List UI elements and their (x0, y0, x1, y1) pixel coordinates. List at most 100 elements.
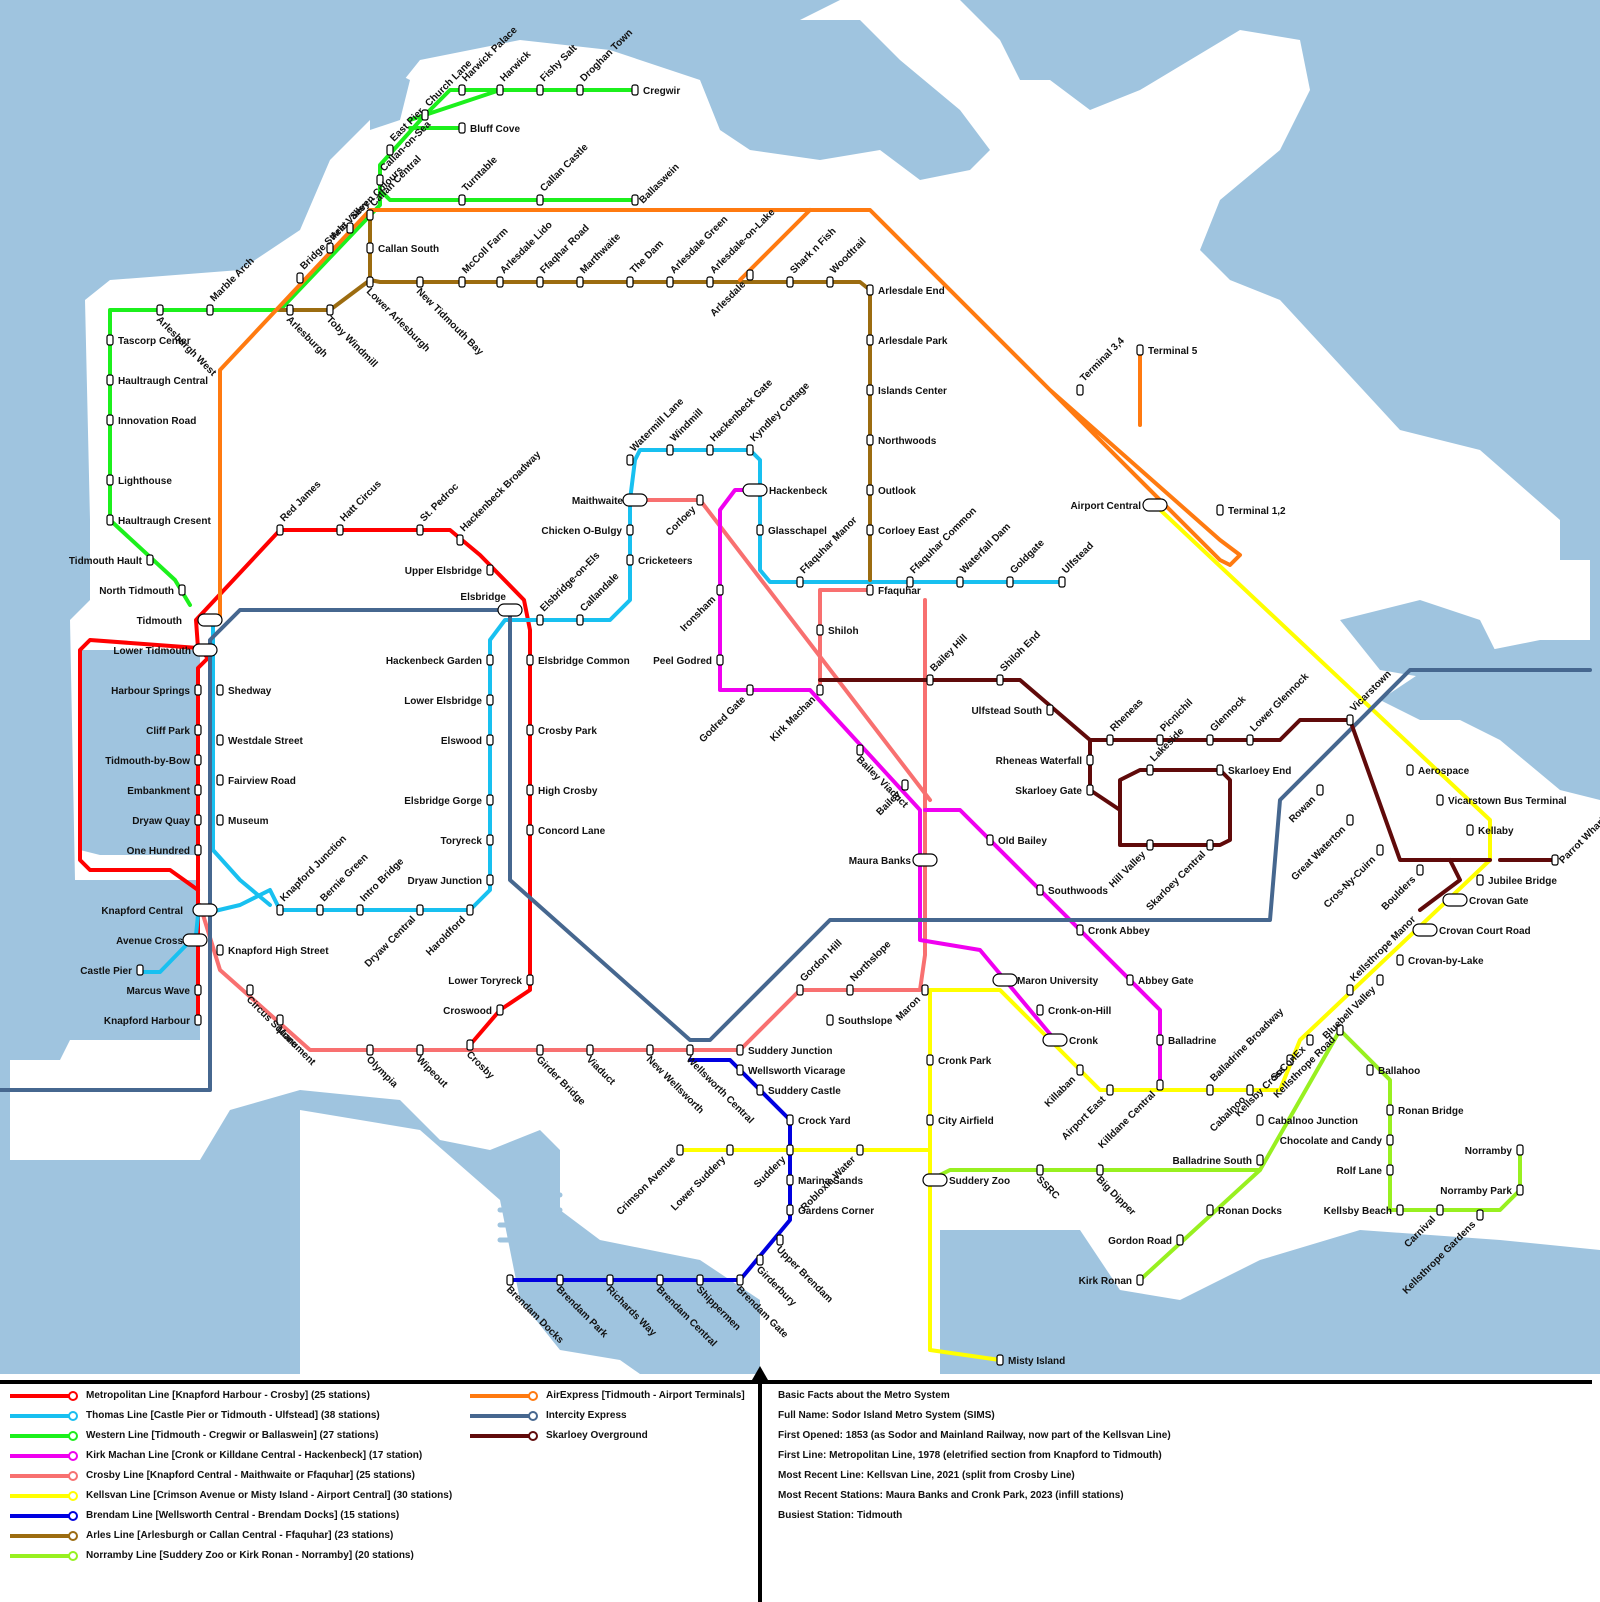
station-marker-fairview-road[interactable] (217, 775, 223, 785)
station-marker-outlook[interactable] (867, 485, 873, 495)
station-marker-rheneas[interactable] (1107, 735, 1113, 745)
station-marker-bluebell-valley[interactable] (1377, 975, 1383, 985)
station-marker-arlesdale-park[interactable] (867, 335, 873, 345)
station-marker-vicarstown-bus-terminal[interactable] (1437, 795, 1443, 805)
station-marker-city-airfield[interactable] (927, 1115, 933, 1125)
station-marker-museum[interactable] (217, 815, 223, 825)
station-marker-hackenbeck[interactable] (743, 484, 767, 496)
station-marker-bridge-street[interactable] (297, 273, 303, 283)
station-marker-intro-bridge[interactable] (357, 905, 363, 915)
station-marker-carnival[interactable] (1437, 1205, 1443, 1215)
station-marker-marcus-wave[interactable] (195, 985, 201, 995)
station-marker-cronk-abbey[interactable] (1077, 925, 1083, 935)
station-marker-crovan-gate[interactable] (1443, 894, 1467, 906)
station-marker-westdale-street[interactable] (217, 735, 223, 745)
station-marker-elsbridge[interactable] (498, 604, 522, 616)
station-marker-maron[interactable] (922, 985, 928, 995)
station-marker-castle-pier[interactable] (137, 965, 143, 975)
station-marker-the-dam[interactable] (627, 277, 633, 287)
station-marker-southwoods[interactable] (1037, 885, 1043, 895)
station-marker-skarloey-gate[interactable] (1087, 785, 1093, 795)
station-marker-soconex[interactable] (1307, 1035, 1313, 1045)
station-marker-shiloh-end[interactable] (997, 675, 1003, 685)
station-marker-callan-central[interactable] (367, 210, 373, 220)
station-marker-upper-elsbridge[interactable] (487, 565, 493, 575)
station-marker-boulders[interactable] (1417, 865, 1423, 875)
station-marker-callan-south[interactable] (367, 243, 373, 253)
station-marker-peel-godred[interactable] (717, 655, 723, 665)
station-marker-bailey-hill[interactable] (927, 675, 933, 685)
station-marker-marble-arch[interactable] (207, 305, 213, 315)
station-marker-hatt-circus[interactable] (337, 525, 343, 535)
station-marker-concord-lane[interactable] (527, 825, 533, 835)
station-marker-norramby-park[interactable] (1517, 1185, 1523, 1195)
station-marker-rheneas-waterfall[interactable] (1087, 755, 1093, 765)
station-marker-crosby-park[interactable] (527, 725, 533, 735)
station-marker-ronan-docks[interactable] (1207, 1205, 1213, 1215)
station-marker-rolf-lane[interactable] (1387, 1165, 1393, 1175)
station-marker-bernie-green[interactable] (317, 905, 323, 915)
station-marker-watermill-lane[interactable] (627, 455, 633, 465)
station-marker-ffaquhar-manor[interactable] (797, 577, 803, 587)
station-marker-glasschapel[interactable] (757, 525, 763, 535)
station-marker-chocolate-and-candy[interactable] (1387, 1135, 1393, 1145)
station-marker-ffaqhar-road[interactable] (537, 277, 543, 287)
station-marker-lower-suddery[interactable] (727, 1145, 733, 1155)
station-marker-maura-banks[interactable] (913, 854, 937, 866)
station-marker-shedway[interactable] (217, 685, 223, 695)
station-marker-hackenbeck-garden[interactable] (487, 655, 493, 665)
station-marker-cabalnoo-junction[interactable] (1257, 1115, 1263, 1125)
station-marker-abbey-gate[interactable] (1127, 975, 1133, 985)
station-marker-lakeside[interactable] (1147, 765, 1153, 775)
station-marker-gardens-corner[interactable] (787, 1205, 793, 1215)
station-marker-northslope[interactable] (847, 985, 853, 995)
station-marker-skarloey-end[interactable] (1217, 765, 1223, 775)
station-marker-tidmouth[interactable] (198, 614, 222, 626)
station-marker-elsbridge-gorge[interactable] (487, 795, 493, 805)
station-marker-balladrine[interactable] (1157, 1035, 1163, 1045)
station-marker-ulfstead-south[interactable] (1047, 705, 1053, 715)
station-marker-embankment[interactable] (195, 785, 201, 795)
station-marker-bailey[interactable] (902, 780, 908, 790)
station-marker-old-bailey[interactable] (987, 835, 993, 845)
station-marker-marthwaite[interactable] (577, 277, 583, 287)
station-marker-corloey[interactable] (697, 495, 703, 505)
station-marker-norramby[interactable] (1517, 1145, 1523, 1155)
station-marker-crovan-by-lake[interactable] (1397, 955, 1403, 965)
station-marker-suddery-castle[interactable] (757, 1085, 763, 1095)
station-marker-knapford-central[interactable] (193, 904, 217, 916)
station-marker-shark-n-fish[interactable] (787, 277, 793, 287)
station-marker-hackenbeck-gate[interactable] (707, 445, 713, 455)
station-marker-northwoods[interactable] (867, 435, 873, 445)
station-marker-kellaby[interactable] (1467, 825, 1473, 835)
station-marker-ronan-bridge[interactable] (1387, 1105, 1393, 1115)
station-marker-kirk-ronan[interactable] (1137, 1275, 1143, 1285)
station-marker-one-hundred[interactable] (195, 845, 201, 855)
station-marker-gordon-road[interactable] (1177, 1235, 1183, 1245)
station-marker-corloey-east[interactable] (867, 525, 873, 535)
station-marker-parrot-wharf[interactable] (1552, 855, 1558, 865)
station-marker-dryaw-central[interactable] (417, 905, 423, 915)
station-marker-tidmouth-hault[interactable] (147, 555, 153, 565)
station-marker-gordon-hill[interactable] (797, 985, 803, 995)
station-marker-haultraugh-cresent[interactable] (107, 515, 113, 525)
station-marker-airport-central[interactable] (1143, 499, 1167, 511)
station-marker-harwick-palace[interactable] (459, 85, 465, 95)
station-marker-toryreck[interactable] (487, 835, 493, 845)
station-marker-terminal-3-4[interactable] (1077, 385, 1083, 395)
station-marker-islands-center[interactable] (867, 385, 873, 395)
station-marker-mccoll-farm[interactable] (459, 277, 465, 287)
station-marker-cronk-on-hill[interactable] (1037, 1005, 1043, 1015)
station-marker-arlesdale[interactable] (747, 270, 753, 280)
station-marker-lower-toryreck[interactable] (527, 975, 533, 985)
station-marker-ulfstead[interactable] (1059, 577, 1065, 587)
station-marker-chicken-o-bulgy[interactable] (627, 525, 633, 535)
station-marker-lower-glennock[interactable] (1247, 735, 1253, 745)
station-marker-southslope[interactable] (827, 1015, 833, 1025)
station-marker-misty-island[interactable] (997, 1355, 1003, 1365)
station-marker-skarloey-central[interactable] (1207, 840, 1213, 850)
station-marker-rowan[interactable] (1317, 785, 1323, 795)
station-marker-haroldford[interactable] (467, 905, 473, 915)
station-marker-arlesdale-end[interactable] (867, 285, 873, 295)
station-marker-elswood[interactable] (487, 735, 493, 745)
